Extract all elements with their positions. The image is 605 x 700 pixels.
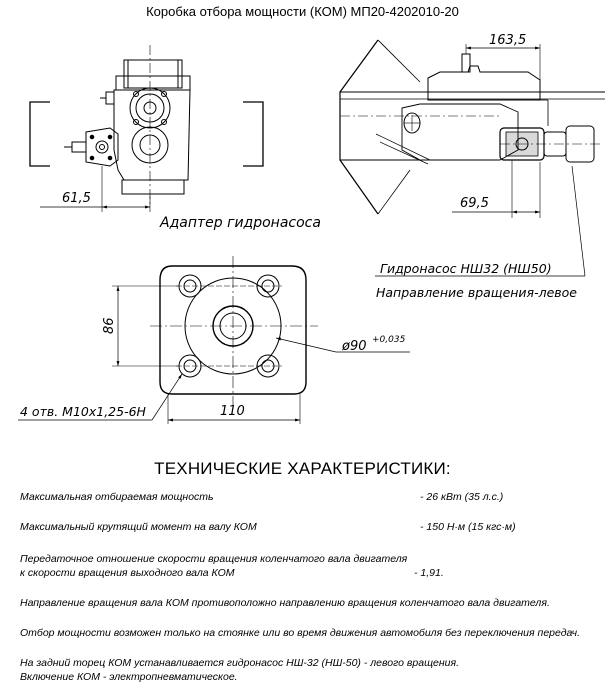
spec-direction: Направление вращения вала КОМ противопол… [20, 597, 550, 609]
spec-power-value: - 26 кВт (35 л.с.) [420, 491, 504, 503]
dim-61-5: 61,5 [62, 191, 91, 206]
dim-phi-90: ø90 [341, 339, 367, 354]
rotation-label: Направление вращения-левое [376, 285, 577, 300]
spec-ratio-line2: к скорости вращения выходного вала КОМ [20, 567, 235, 579]
pump-label: Гидронасос НШ32 (НШ50) [380, 261, 552, 276]
dim-110: 110 [220, 404, 245, 419]
dim-69-5: 69,5 [460, 196, 489, 211]
pto-side-view [339, 39, 605, 277]
spec-torque-value: - 150 Н·м (15 кгс·м) [420, 521, 516, 533]
spec-ratio-value: - 1,91. [414, 567, 444, 579]
specs-heading: ТЕХНИЧЕСКИЕ ХАРАКТЕРИСТИКИ: [154, 459, 451, 478]
technical-drawing: 61,5 163,5 69,5 86 110 ø90 +0,035 4 отв.… [18, 33, 605, 424]
spec-ratio-line1: Передаточное отношение скорости вращения… [20, 553, 408, 565]
spec-takeoff: Отбор мощности возможен только на стоянк… [20, 627, 581, 639]
spec-power-label: Максимальная отбираемая мощность [20, 491, 214, 503]
spec-pump-line1: На задний торец КОМ устанавливается гидр… [20, 657, 459, 669]
spec-pump-line2: Включение КОМ - электропневматическое. [20, 671, 238, 683]
adapter-label: Адаптер гидронасоса [159, 215, 321, 231]
dim-phi-tolerance: +0,035 [372, 335, 406, 345]
document-title: Коробка отбора мощности (КОМ) МП20-42020… [146, 4, 459, 19]
dim-163-5: 163,5 [489, 33, 526, 48]
spec-torque-label: Максимальный крутящий момент на валу КОМ [20, 521, 257, 533]
dim-86: 86 [102, 317, 117, 334]
thread-holes-label: 4 отв. М10х1,25-6Н [20, 404, 147, 419]
adapter-flange-view [18, 256, 410, 424]
pto-front-view [29, 45, 264, 212]
